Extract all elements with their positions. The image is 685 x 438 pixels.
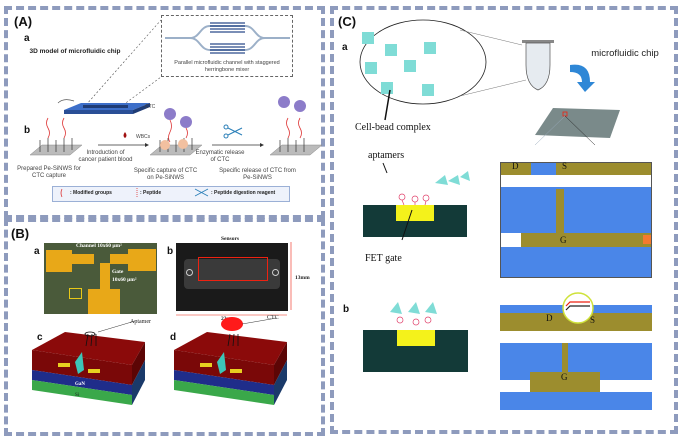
fet-gate-b <box>397 330 435 346</box>
panel-c-label: (C) <box>338 14 357 29</box>
panel-a-sub-a-label: a <box>24 33 30 44</box>
gate-label: Gate <box>112 269 124 275</box>
sensor-chip-photo <box>176 243 288 311</box>
cell-bead-ellipse <box>359 19 527 121</box>
legend-peptide: : Peptide <box>140 190 162 196</box>
legend-reagent: : Peptide digestion reagent <box>211 190 276 196</box>
channel-dimension-label: Channel 10x60 μm² <box>76 243 122 249</box>
ctc-label: CTC <box>267 315 279 321</box>
step-2-caption: Introduction of cancer patient blood <box>78 150 133 163</box>
legend-modified-groups: : Modified groups <box>70 190 112 196</box>
height-dimension: 13mm <box>295 275 310 281</box>
panel-b-label: (B) <box>11 226 30 241</box>
gate-dimension-label: 10x60 μm² <box>112 277 137 283</box>
panel-b-sub-b-label: b <box>167 246 174 257</box>
scissors-icon <box>194 188 209 197</box>
sensors-label: Sensors <box>221 236 240 242</box>
chip-model-title: 3D model of microfluidic chip <box>29 48 121 55</box>
fet-gate-a <box>396 205 434 221</box>
wbc-label: WBCs <box>136 134 151 140</box>
aptamer-strands-a <box>382 162 470 241</box>
microfluidic-chip-3d <box>57 19 162 114</box>
legend-box <box>52 186 290 202</box>
aptamers-label: aptamers <box>368 150 405 161</box>
panel-c <box>330 6 678 434</box>
ctc-cell <box>221 317 243 331</box>
step-5-caption: Specific release of CTC from Pe-SiNWS <box>219 168 296 181</box>
step-4-caption: Enzymatic release of CTC <box>195 150 245 163</box>
hemt-device-ctc <box>174 317 287 405</box>
step-1-caption: Prepared Pe-SiNWS for CTC capture <box>17 166 81 179</box>
panel-a-label: (A) <box>14 14 33 29</box>
gate-label-a: G <box>560 235 567 245</box>
captured-cells-b <box>390 302 437 326</box>
source-label-a: S <box>562 161 568 171</box>
chip-miniature <box>534 108 620 146</box>
microfluidic-chip-label: microfluidic chip <box>591 48 659 59</box>
hemt-device-aptamer <box>32 320 145 405</box>
panel-a-sub-b-label: b <box>24 125 31 136</box>
optical-micrograph <box>44 243 157 314</box>
panel-a <box>4 6 325 219</box>
cell-bead-complex-label: Cell-bead complex <box>355 122 431 133</box>
si-layer-label: Si <box>75 393 80 398</box>
curved-arrow-icon <box>570 64 595 92</box>
step-3-caption: Specific capture of CTC on Pe-SiNWS <box>133 168 198 181</box>
panel-b-sub-d-label: d <box>170 332 177 343</box>
panel-b-sub-c-label: c <box>37 332 43 343</box>
source-label-b: S <box>590 315 596 325</box>
gate-3d-view-a <box>500 162 652 278</box>
microcentrifuge-tube-icon <box>522 40 554 91</box>
herringbone-channel-diagram <box>165 22 290 54</box>
drain-label-a: D <box>512 161 519 171</box>
channel-inset <box>161 15 293 77</box>
ctc-label-1: CTC <box>145 104 156 110</box>
aptamer-label: Aptamer <box>130 319 151 325</box>
cell-bead-complexes <box>362 32 436 96</box>
modified-group-icon <box>60 188 63 198</box>
inset-caption: Parallel microfluidic channel with stagg… <box>174 60 280 73</box>
legend-icons <box>60 188 209 198</box>
ctc-capture-workflow <box>29 96 323 156</box>
gan-layer-label: GaN <box>75 382 85 387</box>
fet-gate-label: FET gate <box>365 253 402 264</box>
drain-label-b: D <box>546 313 553 323</box>
panel-c-sub-b-label: b <box>343 304 350 315</box>
panel-c-sub-a-label: a <box>342 42 348 53</box>
gate-label-b: G <box>561 372 568 382</box>
panel-b-sub-a-label: a <box>34 246 40 257</box>
dimension-arrows <box>176 242 292 316</box>
signal-readout-icon <box>562 292 594 324</box>
panel-b <box>4 218 325 436</box>
